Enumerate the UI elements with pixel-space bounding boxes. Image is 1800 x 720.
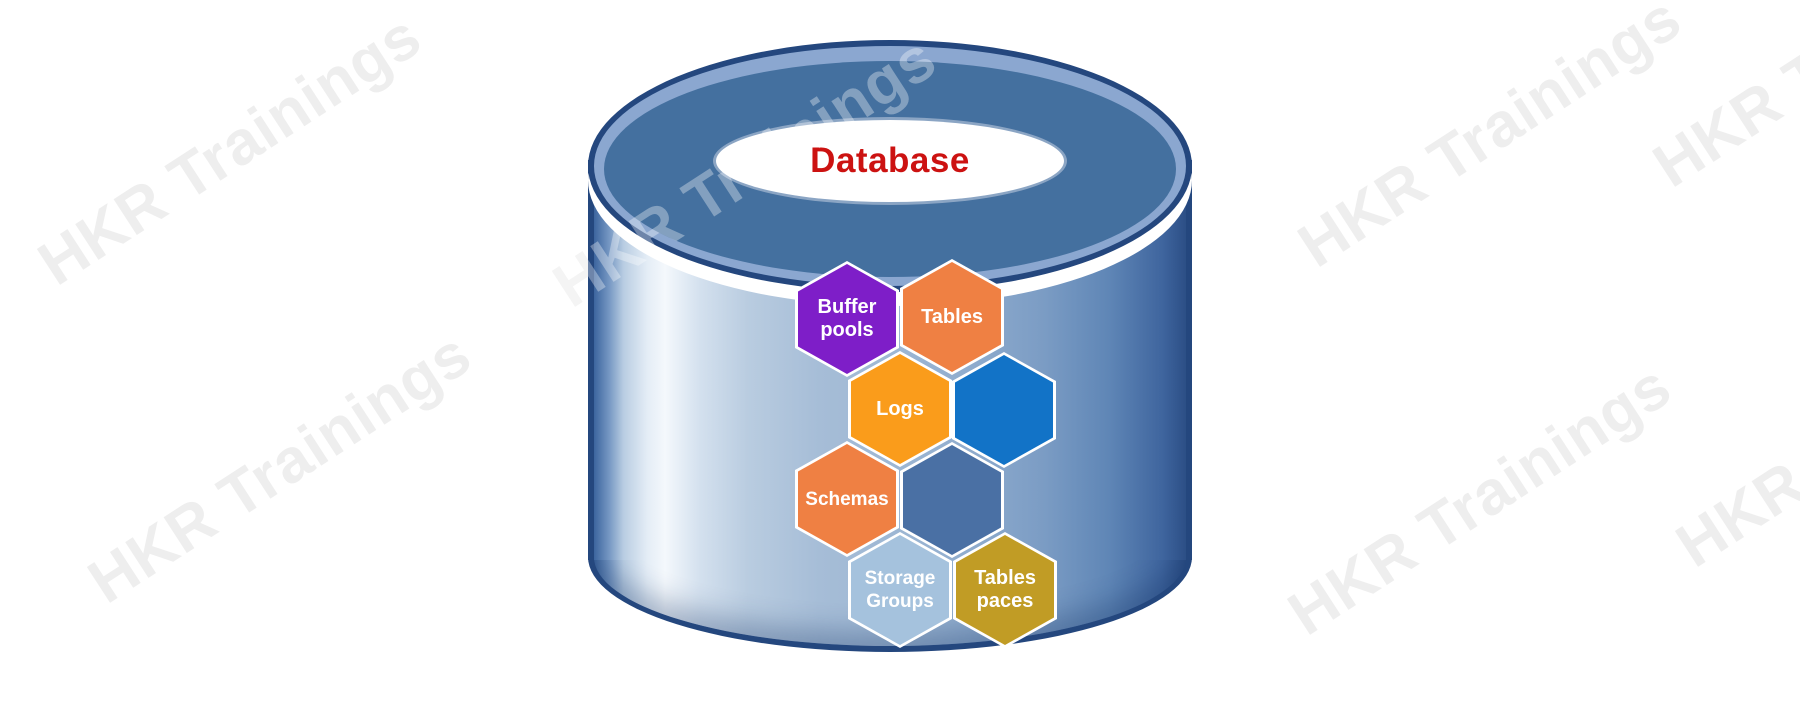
watermark-text: HKR Trainings	[76, 319, 484, 617]
cylinder-top-opening: Database	[716, 120, 1064, 202]
database-cylinder: Database	[588, 40, 1192, 652]
watermark-text: HKR Trainings	[1276, 351, 1684, 649]
hexagon-schemas-fill: Schemas	[798, 444, 896, 554]
hexagon-label-line: paces	[976, 590, 1034, 612]
hexagon-label-line: Groups	[866, 591, 934, 612]
hexagon-tablespaces-fill: Tables paces	[956, 535, 1054, 645]
hexagon-tablespaces: Tables paces	[953, 532, 1057, 648]
hexagon-label-line: Schemas	[805, 488, 889, 510]
database-title: Database	[810, 141, 970, 180]
hexagon-label-line: Buffer	[817, 296, 877, 318]
hexagon-storage-groups-fill: Storage Groups	[851, 535, 949, 645]
hexagon-label-line: Tables	[921, 305, 983, 328]
hexagon-label-line: Storage	[864, 568, 936, 589]
hexagon-label-line: pools	[820, 319, 874, 341]
watermark-text: HKR Trainings	[1664, 283, 1800, 581]
watermark-text: HKR Trainings	[1286, 0, 1694, 281]
hexagon-unlabeled-steel-blue-fill	[903, 445, 1001, 555]
hexagon-tables-fill: Tables	[903, 262, 1001, 372]
hexagon-label-line: Logs	[876, 397, 924, 420]
hexagon-logs-fill: Logs	[851, 354, 949, 464]
cylinder-top: Database	[588, 40, 1192, 292]
hexagon-label-line: Tables	[974, 567, 1036, 589]
hexagon-unlabeled-bright-blue-fill	[955, 355, 1053, 465]
hexagon-buffer-pools-fill: Buffer pools	[798, 264, 896, 374]
watermark-text: HKR Trainings	[26, 1, 434, 299]
